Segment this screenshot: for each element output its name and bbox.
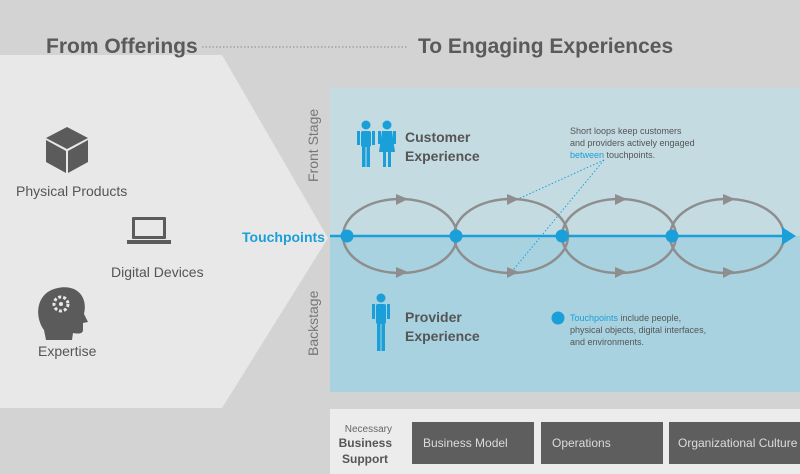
loop-arrowheads [396,194,735,278]
touchpoint-dot [665,229,679,243]
touchpoint-line-arrowhead [782,227,796,245]
front-stage-panel [330,88,800,236]
head-gear-icon [38,287,88,340]
provider-label-line1: Provider [405,309,462,325]
laptop-icon [127,217,171,244]
digital-devices-label: Digital Devices [111,264,204,280]
physical-products-label: Physical Products [16,183,127,199]
provider-label-line2: Experience [405,328,480,344]
touchpoint-dot [449,229,463,243]
support-box-organizational-culture [669,422,800,464]
customer-people-icon [357,120,396,167]
touchpoint-legend-dot [551,311,565,325]
customer-label-line1: Customer [405,129,471,145]
backstage-panel [330,236,800,392]
header-left-title: From Offerings [46,35,198,58]
touchpoints-label: Touchpoints [242,229,325,245]
touchpoints-note-line1: Touchpoints include people, [570,313,681,323]
touchpoints-note-line2: physical objects, digital interfaces, [570,325,706,335]
front-stage-label: Front Stage [305,109,321,182]
backstage-label: Backstage [305,290,321,356]
loops-note-line2: and providers actively engaged [570,138,695,148]
loops-note-line1: Short loops keep customers [570,126,682,136]
support-label-line2: Business [339,436,393,450]
cube-icon [46,127,88,173]
touchpoint-dot [555,229,569,243]
touchpoint-dot [340,229,354,243]
support-box-business-model-label: Business Model [423,436,508,450]
support-box-business-model [412,422,534,464]
support-box-operations [541,422,663,464]
support-box-operations-label: Operations [552,436,611,450]
touchpoint-dots [340,229,679,243]
support-label-line1: Necessary [345,424,392,435]
customer-label-line2: Experience [405,148,480,164]
support-label-line3: Support [342,452,388,466]
touchpoints-note-line3: and environments. [570,337,644,347]
support-box-organizational-culture-label: Organizational Culture [678,436,798,450]
loops-note-line3: between touchpoints. [570,150,655,160]
provider-person-icon [372,293,390,351]
expertise-label: Expertise [38,343,97,359]
header-right-title: To Engaging Experiences [418,35,673,58]
